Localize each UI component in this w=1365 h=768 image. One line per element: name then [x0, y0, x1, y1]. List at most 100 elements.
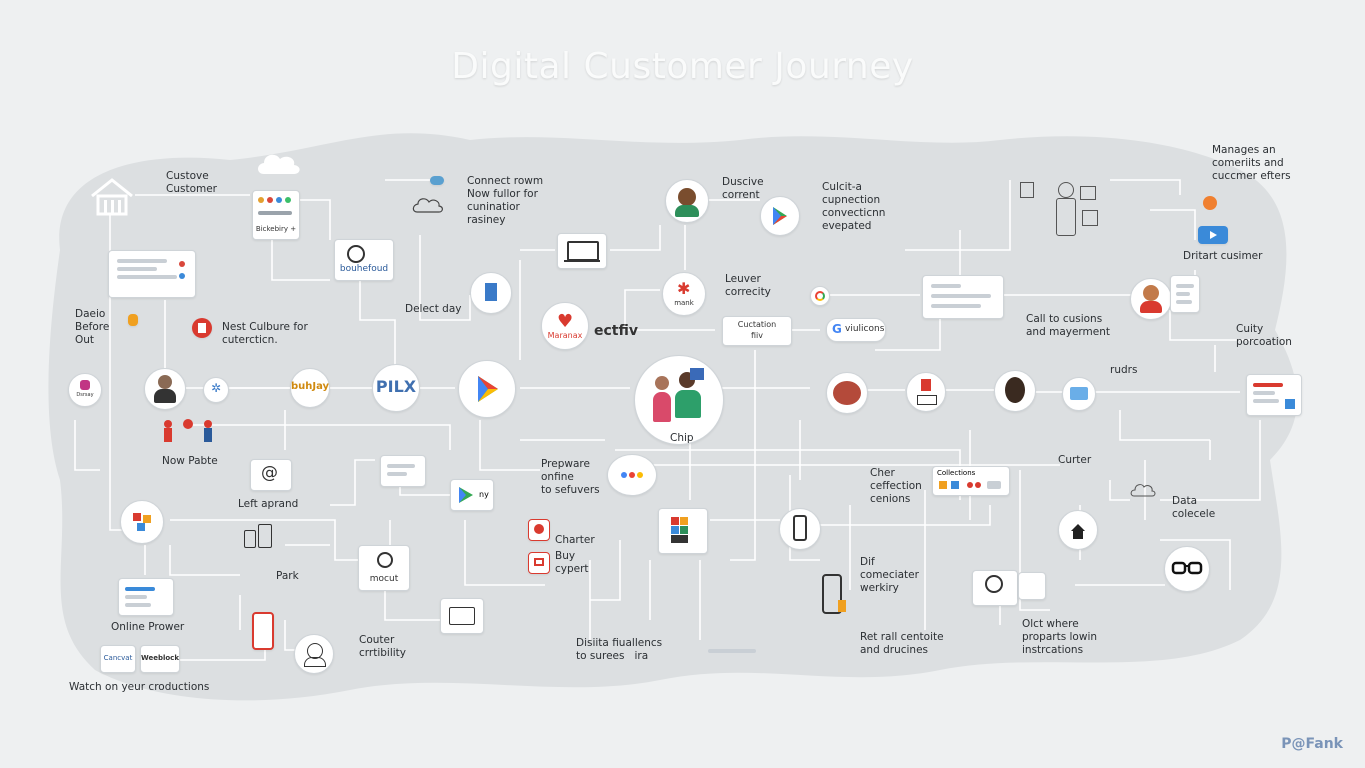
node-dashboard-screen[interactable]: [108, 250, 196, 298]
label-olct: Olct where proparts lowin instrcations: [1022, 618, 1098, 656]
email-icon[interactable]: @: [250, 459, 292, 491]
node-play[interactable]: [760, 196, 800, 236]
node-laptop[interactable]: [557, 233, 607, 269]
diagram-title: Digital Customer Journey: [451, 46, 914, 87]
home-icon: [1071, 524, 1085, 539]
label-buy: Buy cypert: [555, 550, 589, 575]
node-settings-panel[interactable]: [972, 570, 1018, 606]
label-curter: Curter: [1058, 454, 1092, 466]
node-user-profile[interactable]: [294, 634, 334, 674]
pinterest-icon[interactable]: [192, 318, 212, 338]
node-group-photo[interactable]: [826, 372, 868, 414]
node-mocut[interactable]: mocut: [358, 545, 410, 591]
avatar: [1143, 285, 1159, 301]
avatar: [158, 375, 172, 389]
label-couter: Couter crrtibility: [359, 634, 407, 659]
person-icon: [1058, 182, 1074, 198]
people-icon: [164, 419, 212, 442]
node-mobile-app[interactable]: [779, 508, 821, 550]
cloud-icon: [412, 198, 443, 213]
glasses-icon: [1171, 561, 1203, 575]
play-store-icon: [773, 207, 787, 225]
node-pilx[interactable]: PILX: [372, 364, 420, 412]
label-connect: Connect rowm Now fullor for cuninatior r…: [467, 175, 544, 226]
watermark: P@Fank: [1281, 736, 1343, 752]
cart-icon[interactable]: [528, 552, 550, 574]
status-dot: [267, 197, 273, 203]
heart-icon: ♥: [557, 311, 574, 332]
node-mank[interactable]: ✱ mank: [662, 272, 706, 316]
node-customer-photo[interactable]: [144, 368, 186, 410]
node-small-settings[interactable]: [1018, 572, 1046, 600]
lock-icon: [128, 314, 138, 326]
avatar: [678, 188, 696, 206]
search-icon: [347, 245, 365, 263]
avatar: [655, 376, 669, 390]
pinterest-icon[interactable]: [528, 519, 550, 541]
node-weeblock[interactable]: Weeblock: [140, 645, 180, 673]
node-center-customers[interactable]: [634, 355, 724, 445]
google-icon: G: [832, 322, 842, 336]
node-home[interactable]: [1058, 510, 1098, 550]
label-retrall: Ret rall centoite and drucines: [860, 631, 944, 656]
label-duscive: Duscive corrent: [722, 176, 764, 201]
phone-icon: [244, 522, 272, 548]
status-dot: [276, 197, 282, 203]
node-ectfiv[interactable]: ectfiv: [594, 323, 638, 339]
label-distita: Disiita fiuallencs to surees ira: [576, 637, 663, 662]
node-glasses[interactable]: [1164, 546, 1210, 592]
label-call: Call to cusions and mayerment: [1026, 313, 1111, 338]
node-tablet[interactable]: [440, 598, 484, 634]
node-support-agent[interactable]: [1130, 278, 1172, 320]
label-daeio: Daeio Before Out: [75, 308, 110, 346]
label-manages: Manages an comeriits and cuccmer efters: [1212, 144, 1291, 182]
sparkle-icon[interactable]: ✲: [203, 377, 229, 403]
avatar: [1005, 377, 1025, 403]
node-bouhefoud[interactable]: bouhefoud: [334, 239, 394, 281]
node-maranax[interactable]: ♥ Maranax: [541, 302, 589, 350]
label-custove: Custove Customer: [166, 170, 218, 195]
node-woman-avatar[interactable]: [994, 370, 1036, 412]
node-monitor[interactable]: [380, 455, 426, 487]
node-browser-card[interactable]: [118, 578, 174, 616]
chrome-icon[interactable]: [810, 286, 830, 306]
bookmark-icon: [485, 283, 497, 301]
label-chip: Chip: [670, 432, 694, 444]
node-play-store[interactable]: [458, 360, 516, 418]
label-park: Park: [276, 570, 299, 582]
label-cuity: Cuity porcoation: [1236, 323, 1292, 348]
node-manager-cluster[interactable]: [1020, 180, 1110, 244]
node-device[interactable]: [906, 372, 946, 412]
label-dritart: Dritart cusimer: [1183, 250, 1263, 262]
folder-icon[interactable]: [1062, 377, 1096, 411]
node-bookmark[interactable]: [470, 272, 512, 314]
house-icon: [91, 178, 133, 216]
node-app-grid[interactable]: [658, 508, 708, 554]
cloud-icon: [258, 154, 300, 174]
status-dot: [258, 197, 264, 203]
play-store-icon: [478, 376, 498, 402]
node-bickebiry[interactable]: Bickebiry +: [252, 190, 300, 240]
label-rudrs: rudrs: [1110, 364, 1138, 376]
node-cancvat[interactable]: Cancvat: [100, 645, 136, 673]
node-google-dots[interactable]: [607, 454, 657, 496]
node-dsrsay[interactable]: Dsrsay: [68, 373, 102, 407]
node-collections[interactable]: Collections: [932, 466, 1010, 496]
node-social-hub[interactable]: [120, 500, 164, 544]
message-icon: [430, 176, 444, 185]
phone-icon[interactable]: [252, 612, 274, 650]
node-person-avatar[interactable]: [665, 179, 709, 223]
label-now-pabte: Now Pabte: [162, 455, 218, 467]
label-online: Online Prower: [111, 621, 185, 633]
node-buhjay[interactable]: buhJay: [290, 368, 330, 408]
user-icon: [307, 643, 323, 659]
phone-icon[interactable]: [820, 572, 846, 616]
maple-leaf-icon: ✱: [677, 279, 691, 298]
node-cuctation[interactable]: Cuctation fiiv: [722, 316, 792, 346]
node-report-card[interactable]: [1246, 374, 1302, 416]
video-icon: [1198, 226, 1228, 244]
node-analytics-card[interactable]: [922, 275, 1004, 319]
node-viulicons[interactable]: G viulicons: [826, 318, 886, 342]
node-play-ny[interactable]: ny: [450, 479, 494, 511]
